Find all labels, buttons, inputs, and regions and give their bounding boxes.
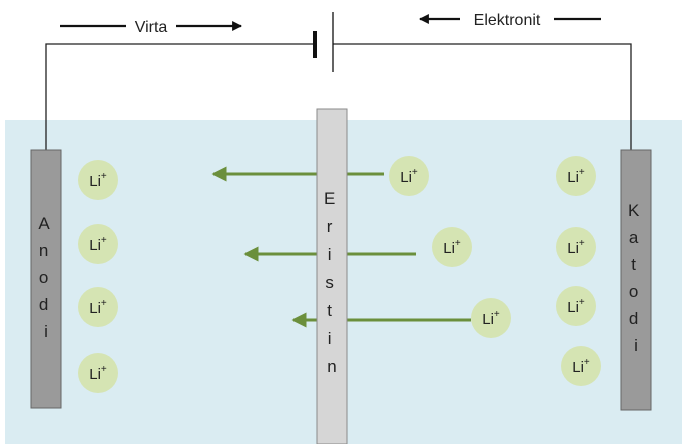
svg-text:Li+: Li+ [567,297,585,316]
electrons-label: Elektronit [474,12,541,29]
anode: A n o d i [30,149,62,409]
svg-text:Li+: Li+ [572,357,590,376]
svg-text:Li+: Li+ [89,298,107,317]
anode-label: A n o d i [38,214,53,341]
svg-text:Li+: Li+ [89,235,107,254]
svg-text:Li+: Li+ [567,167,585,186]
current-label: Virta [135,19,168,36]
svg-text:Li+: Li+ [482,309,500,328]
li-ion: Li+ [432,227,472,267]
svg-text:Li+: Li+ [89,364,107,383]
svg-text:Li+: Li+ [443,238,461,257]
svg-text:Li+: Li+ [400,167,418,186]
li-ion: Li+ [556,227,596,267]
separator-plate [316,108,348,444]
cathode: K a t o d i [620,149,652,411]
li-ion: Li+ [78,353,118,393]
cathode-plate [620,149,652,411]
battery-symbol [313,12,334,72]
wire-left [45,43,315,150]
wire-right [333,43,632,150]
li-ion: Li+ [78,160,118,200]
li-ion: Li+ [471,298,511,338]
cathode-label: K a t o d i [628,201,644,355]
separator-label: E r i s t i n [324,189,340,376]
anode-plate [30,149,62,409]
li-ion: Li+ [556,286,596,326]
li-ion: Li+ [556,156,596,196]
svg-text:Li+: Li+ [567,238,585,257]
electron-arrow: Elektronit [419,12,601,29]
separator: E r i s t i n [316,108,348,444]
li-ion: Li+ [78,287,118,327]
svg-text:Li+: Li+ [89,171,107,190]
lithium-ions: Li+ Li+ Li+ Li+ Li+ Li+ Li+ Li+ [78,156,601,393]
li-ion: Li+ [389,156,429,196]
li-ion: Li+ [78,224,118,264]
external-circuit [45,43,632,150]
li-ion: Li+ [561,346,601,386]
current-arrow: Virta [60,19,242,36]
